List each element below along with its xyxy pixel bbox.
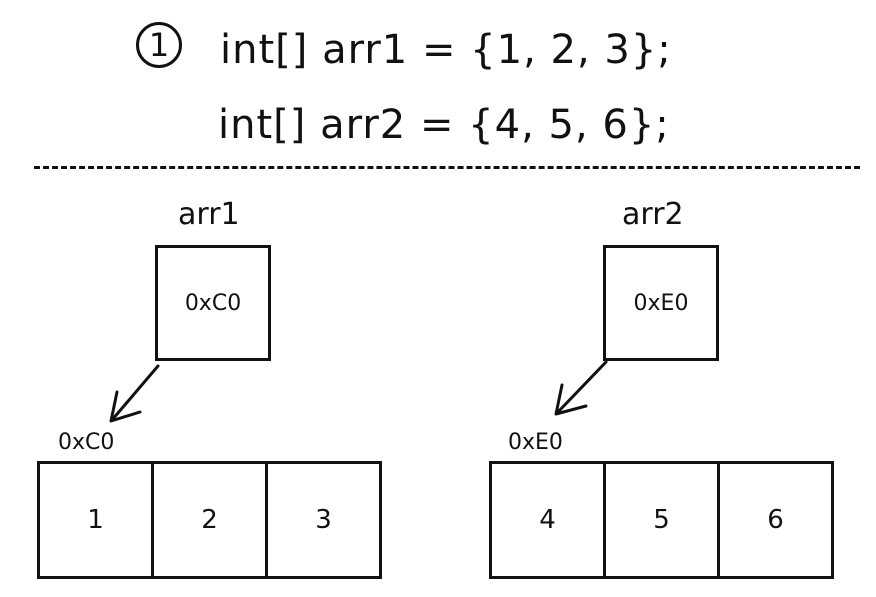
arr2-cell-1: 5 bbox=[603, 461, 720, 579]
arr1-reference-value: 0xC0 bbox=[184, 290, 242, 316]
arr2-reference-value: 0xE0 bbox=[633, 290, 689, 316]
arr2-arrowhead-icon bbox=[554, 383, 588, 416]
code-line-arr2: int[] arr2 = {4, 5, 6}; bbox=[218, 102, 670, 148]
arr1-arrowhead-icon bbox=[109, 390, 142, 423]
arr1-memory-cells: 1 2 3 bbox=[37, 461, 382, 579]
arr2-memory-cells: 4 5 6 bbox=[489, 461, 834, 579]
arr1-reference-box: 0xC0 bbox=[155, 245, 271, 361]
arr1-cell-0: 1 bbox=[37, 461, 154, 579]
step-number-badge: 1 bbox=[136, 22, 182, 68]
arr2-reference-box: 0xE0 bbox=[603, 245, 719, 361]
arr2-pointer-arrow bbox=[556, 360, 608, 414]
arr2-variable-label: arr2 bbox=[622, 197, 684, 232]
code-line-arr1: int[] arr1 = {1, 2, 3}; bbox=[220, 27, 672, 73]
arr2-memory-address: 0xE0 bbox=[508, 430, 563, 455]
arr2-cell-0: 4 bbox=[489, 461, 606, 579]
arr2-cell-2: 6 bbox=[717, 461, 834, 579]
arr1-memory-address: 0xC0 bbox=[58, 430, 115, 455]
arr1-cell-1: 2 bbox=[151, 461, 268, 579]
arr1-cell-2: 3 bbox=[265, 461, 382, 579]
arr1-variable-label: arr1 bbox=[178, 197, 240, 232]
dashed-divider bbox=[34, 166, 860, 169]
arr1-pointer-arrow bbox=[110, 364, 160, 422]
